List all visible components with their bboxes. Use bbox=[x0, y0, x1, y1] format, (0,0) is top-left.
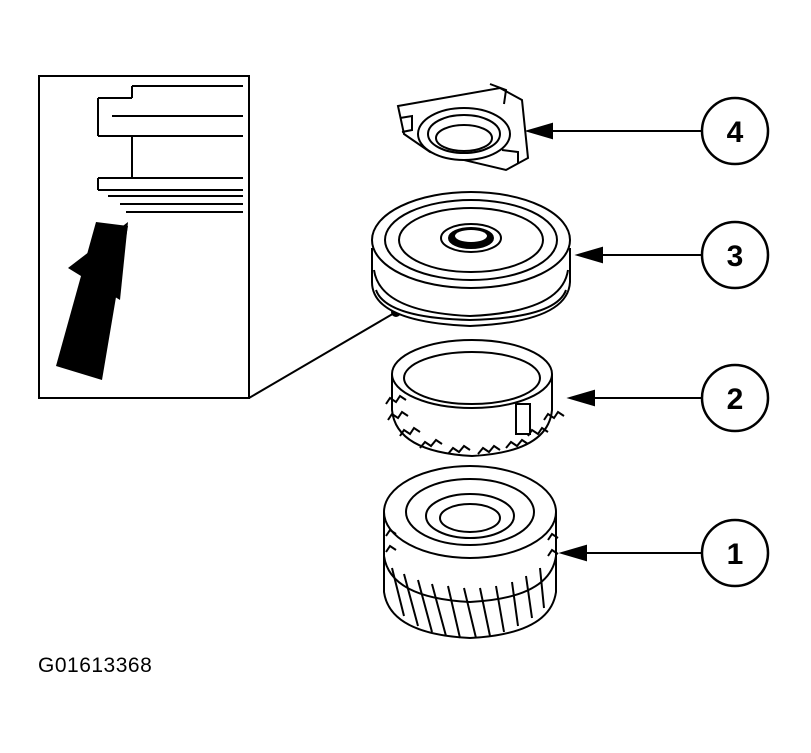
callout-arrows bbox=[524, 122, 702, 562]
inset-frame bbox=[38, 75, 250, 399]
callout-2: 2 bbox=[700, 363, 770, 433]
part-3-synchronizer bbox=[371, 191, 571, 328]
callout-2-label: 2 bbox=[727, 383, 744, 416]
part-1-helical-gear bbox=[383, 465, 559, 640]
inset-arrow-head bbox=[68, 222, 128, 300]
callout-1-label: 1 bbox=[727, 538, 744, 571]
inset-sleeve-upper bbox=[97, 85, 243, 178]
detail-inset bbox=[38, 75, 250, 399]
callout-3-label: 3 bbox=[727, 240, 744, 273]
callout-4-label: 4 bbox=[727, 116, 744, 149]
callout-4: 4 bbox=[700, 96, 770, 166]
inset-groove-lines bbox=[97, 177, 243, 213]
callout-3: 3 bbox=[700, 220, 770, 290]
figure-code: G01613368 bbox=[38, 654, 153, 677]
part-2-blocker-ring bbox=[385, 339, 565, 458]
callout-1: 1 bbox=[700, 518, 770, 588]
inset-leader-line bbox=[248, 311, 397, 399]
part-4-retainer bbox=[396, 83, 530, 172]
